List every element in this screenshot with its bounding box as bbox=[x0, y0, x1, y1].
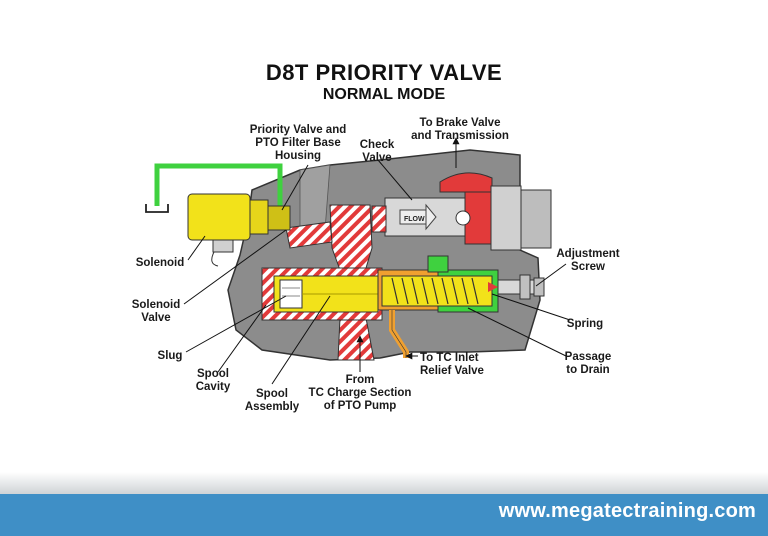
diagram-subtitle: NORMAL MODE bbox=[322, 86, 446, 103]
diagram-title: D8T PRIORITY VALVE bbox=[265, 60, 503, 85]
website-link[interactable]: www.megatectraining.com bbox=[498, 500, 756, 522]
label-spring: Spring bbox=[566, 318, 604, 330]
flow-arrow-icon: FLOW bbox=[399, 203, 437, 231]
priority-valve-diagram: FLOW bbox=[145, 137, 571, 385]
slug bbox=[279, 279, 303, 309]
footer-shadow bbox=[0, 472, 768, 494]
label-slug: Slug bbox=[157, 350, 183, 362]
solenoid bbox=[187, 193, 291, 267]
drain-line bbox=[154, 163, 283, 226]
footer-bar: www.megatectraining.com bbox=[0, 494, 768, 536]
valve-housing bbox=[227, 149, 541, 361]
label-solenoid: Solenoid bbox=[135, 257, 185, 269]
flow-label: FLOW bbox=[404, 216, 425, 223]
